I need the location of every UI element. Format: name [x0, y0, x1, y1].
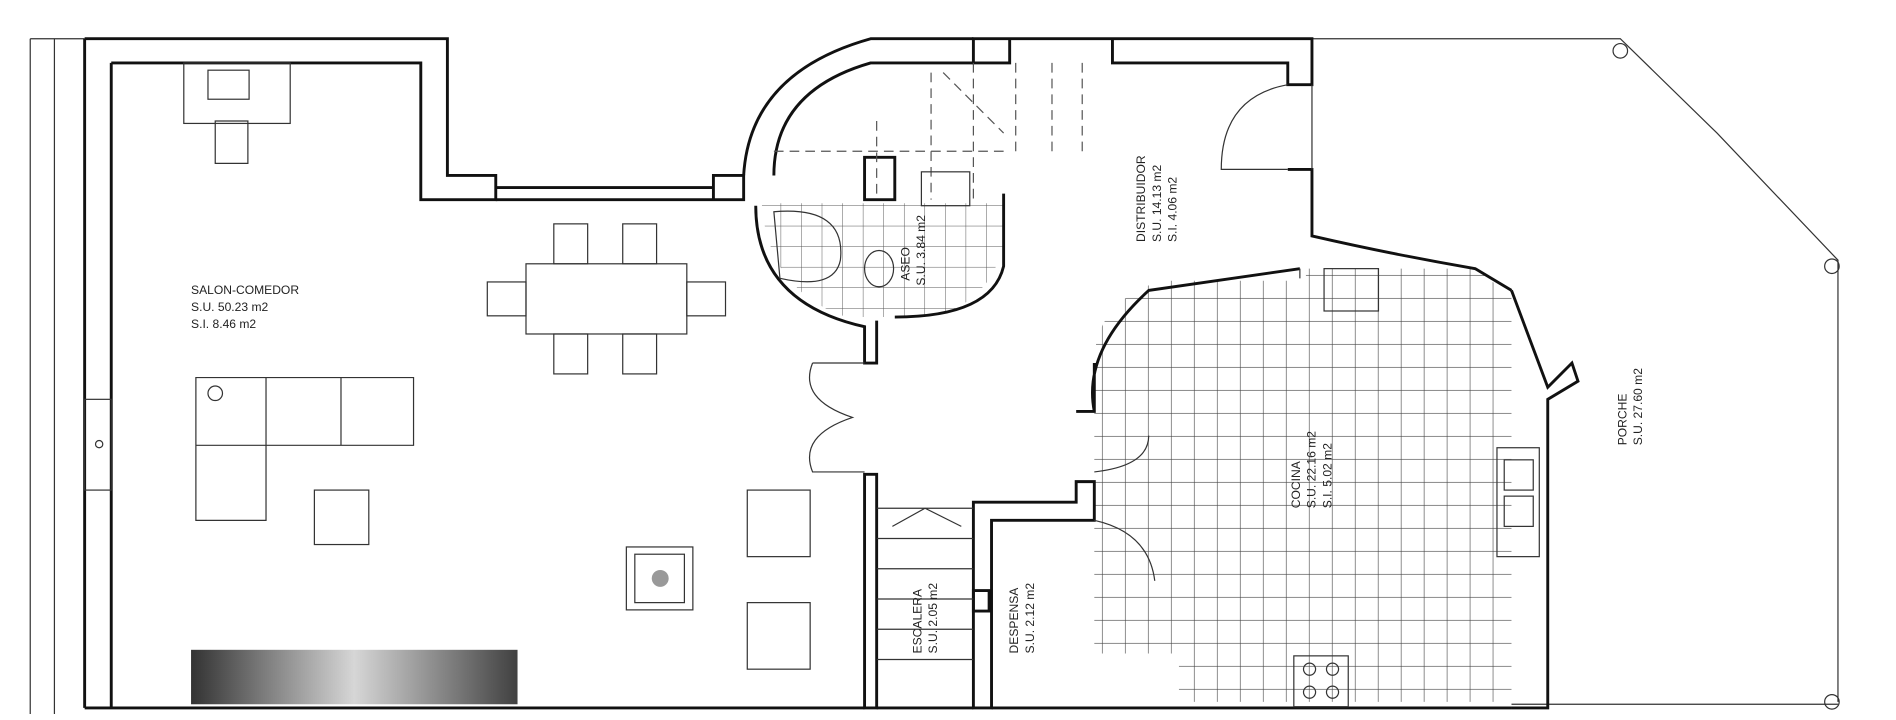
- room-name: DESPENSA: [1007, 587, 1021, 654]
- room-name: COCINA: [1289, 460, 1303, 508]
- room-su: S.U. 22.16 m2: [1305, 431, 1319, 509]
- label-cocina: COCINA S.U. 22.16 m2 S.I. 5.02 m2: [1289, 431, 1334, 509]
- label-salon: SALON-COMEDOR S.U. 50.23 m2 S.I. 8.46 m2: [191, 283, 299, 331]
- room-name: ESCALERA: [910, 588, 924, 653]
- room-name: PORCHE: [1615, 394, 1629, 446]
- label-escalera: ESCALERA S.U. 2.05 m2: [910, 583, 940, 654]
- room-su: S.U. 3.84 m2: [914, 215, 928, 286]
- kitchen-tiles: [1094, 268, 1512, 702]
- staircase: [773, 62, 1083, 661]
- site-lines: [29, 38, 1840, 714]
- room-su: S.U. 14.13 m2: [1150, 165, 1164, 243]
- bathroom-tiles: [761, 203, 1004, 318]
- room-su: S.U. 27.60 m2: [1631, 368, 1645, 446]
- room-si: S.I. 4.06 m2: [1166, 177, 1180, 242]
- room-su: S.U. 2.12 m2: [1023, 583, 1037, 654]
- label-despensa: DESPENSA S.U. 2.12 m2: [1007, 583, 1037, 654]
- label-aseo: ASEO S.U. 3.84 m2: [898, 215, 928, 286]
- room-name: DISTRIBUIDOR: [1134, 155, 1148, 242]
- room-su: S.U. 50.23 m2: [191, 300, 268, 314]
- room-su: S.U. 2.05 m2: [926, 583, 940, 654]
- room-si: S.I. 5.02 m2: [1320, 443, 1334, 508]
- room-name: SALON-COMEDOR: [191, 283, 299, 297]
- furniture: [84, 62, 1540, 708]
- label-porche: PORCHE S.U. 27.60 m2: [1615, 368, 1645, 446]
- room-si: S.I. 8.46 m2: [191, 317, 256, 331]
- room-name: ASEO: [898, 247, 912, 281]
- label-distribuidor: DISTRIBUIDOR S.U. 14.13 m2 S.I. 4.06 m2: [1134, 155, 1179, 242]
- doors: [808, 84, 1313, 581]
